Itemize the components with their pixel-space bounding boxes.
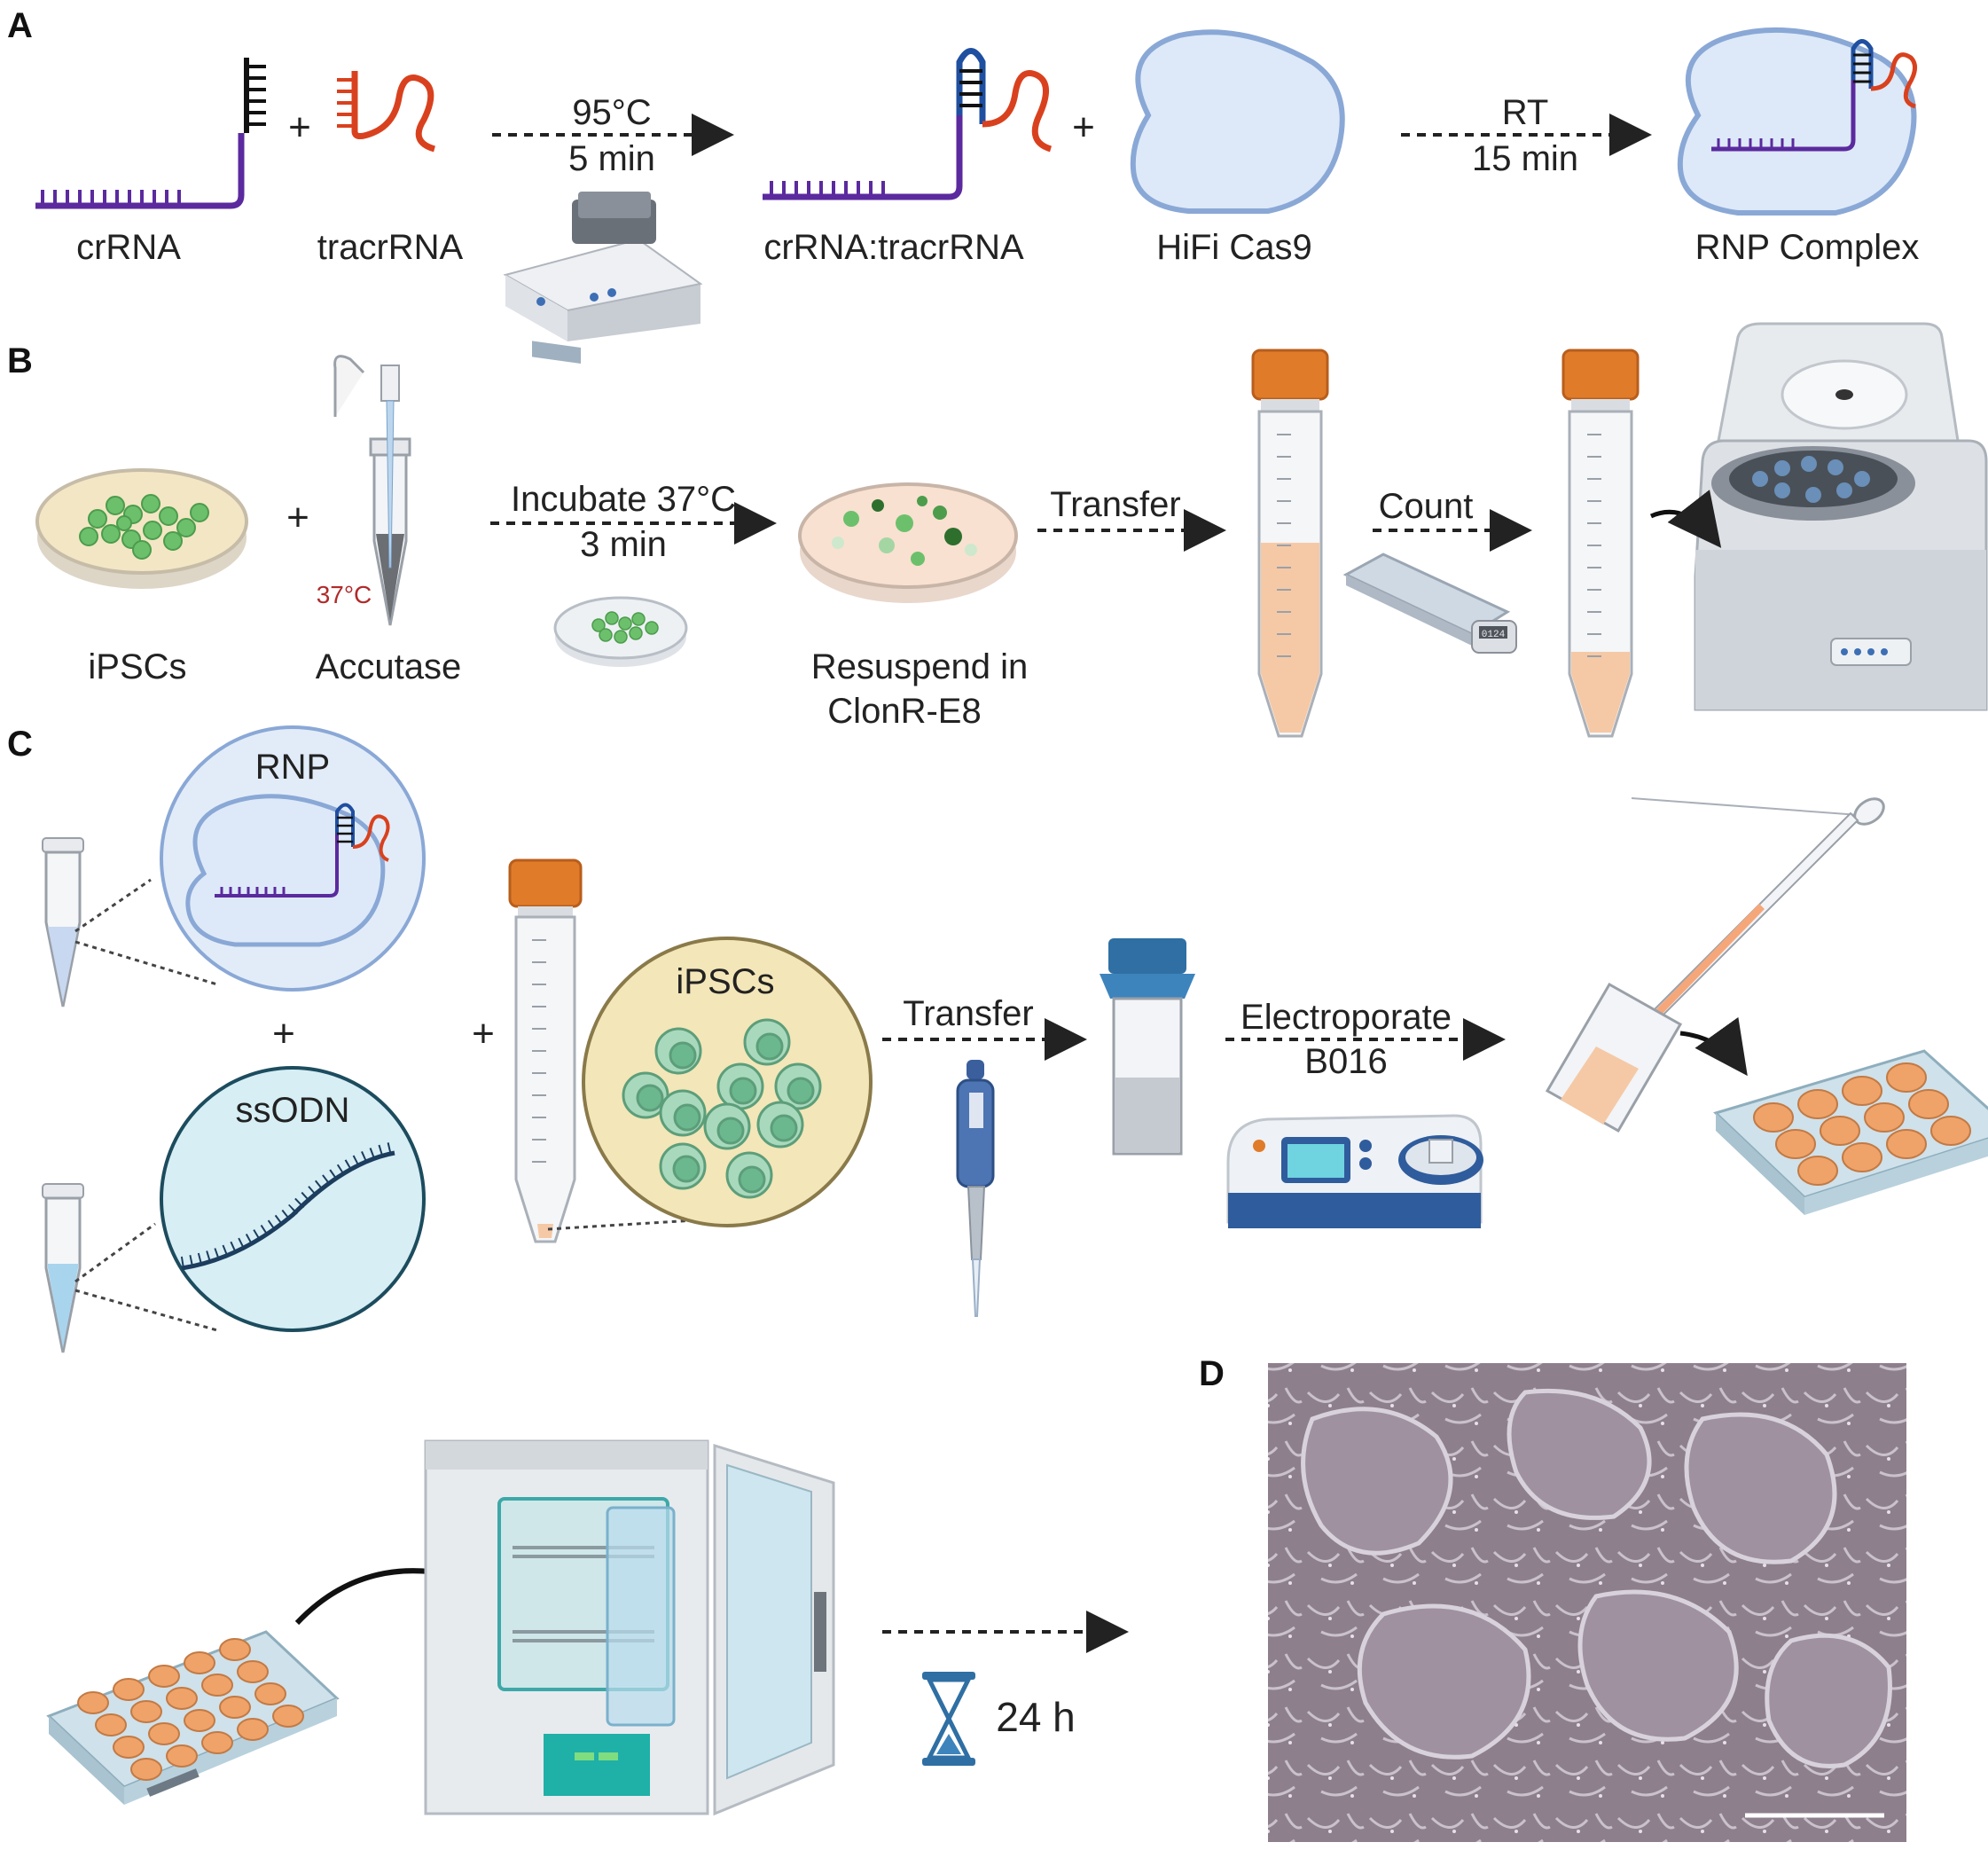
rnp-complex-icon bbox=[1677, 27, 1917, 216]
ipsc-cells-icon bbox=[622, 1018, 822, 1199]
incubator-icon bbox=[424, 1439, 835, 1816]
step2-time: 15 min bbox=[1472, 139, 1578, 178]
accutase-label: Accutase bbox=[316, 647, 462, 686]
incubate-line2: 3 min bbox=[580, 525, 667, 564]
well-plate-24-icon bbox=[46, 1545, 524, 1805]
tracrrna-icon bbox=[337, 71, 436, 153]
ipscs-label: iPSCs bbox=[88, 647, 186, 686]
conical-tube-icon bbox=[1251, 349, 1329, 738]
microtube-icon bbox=[42, 1183, 84, 1353]
zoom-line bbox=[74, 878, 152, 933]
duration-label: 24 h bbox=[996, 1694, 1076, 1740]
panel-label-c: C bbox=[7, 725, 33, 764]
zoom-line bbox=[74, 1289, 218, 1332]
panel-label-a: A bbox=[7, 6, 33, 45]
heat-block-icon bbox=[503, 192, 703, 365]
count-label: Count bbox=[1379, 487, 1474, 526]
centrifuge-icon bbox=[1649, 322, 1988, 711]
plus-sign: + bbox=[472, 1012, 495, 1055]
pipette-icon bbox=[956, 1060, 995, 1317]
rnp-complex-icon bbox=[185, 794, 390, 947]
cas9-icon bbox=[1130, 29, 1345, 214]
crrna-icon bbox=[35, 58, 266, 209]
cuvette-pipette-icon bbox=[1545, 797, 1885, 1133]
hourglass-icon bbox=[922, 1672, 975, 1766]
rnp-zoom-label: RNP bbox=[255, 748, 330, 787]
cuvette-icon bbox=[1100, 938, 1195, 1156]
counter-display: 0124 bbox=[1482, 630, 1506, 640]
tracrrna-label: tracrRNA bbox=[317, 228, 464, 267]
electroporator-icon bbox=[1226, 1114, 1483, 1228]
plus-sign: + bbox=[272, 1012, 295, 1055]
transfer-label-c: Transfer bbox=[903, 994, 1033, 1033]
crrna-label: crRNA bbox=[76, 228, 181, 267]
rnp-label: RNP Complex bbox=[1695, 228, 1920, 267]
transfer-label-b: Transfer bbox=[1050, 485, 1180, 524]
plus-sign: + bbox=[288, 106, 311, 149]
temp-tag: 37°C bbox=[317, 581, 372, 608]
accutase-tube-icon bbox=[333, 355, 411, 626]
cas9-label: HiFi Cas9 bbox=[1156, 228, 1312, 267]
incubate-line1: Incubate 37°C bbox=[511, 480, 736, 519]
hemocytometer-icon: 0124 bbox=[1342, 553, 1517, 654]
ipsc-dish-icon bbox=[35, 468, 248, 589]
resuspend-line1: Resuspend in bbox=[811, 647, 1029, 686]
conical-tube-icon bbox=[508, 858, 583, 1243]
zoom-line bbox=[547, 1218, 710, 1231]
plus-sign: + bbox=[286, 496, 309, 539]
electroporate-line2: B016 bbox=[1304, 1042, 1387, 1081]
step2-cond: RT bbox=[1502, 93, 1549, 132]
ssodn-zoom-circle bbox=[160, 1066, 426, 1332]
step1-time: 5 min bbox=[568, 139, 655, 178]
microtube-icon bbox=[42, 837, 84, 1007]
panel-label-d: D bbox=[1199, 1354, 1225, 1393]
small-dish-icon bbox=[553, 596, 688, 667]
panel-label-b: B bbox=[7, 341, 33, 380]
ssodn-strand-icon bbox=[180, 1141, 396, 1271]
well-plate-icon bbox=[1713, 1049, 1988, 1215]
resuspend-dish-icon bbox=[798, 482, 1018, 603]
electroporate-line1: Electroporate bbox=[1241, 998, 1452, 1037]
ssodn-zoom-label: ssODN bbox=[236, 1091, 350, 1130]
duplex-icon bbox=[763, 48, 1053, 200]
zoom-line bbox=[74, 1222, 156, 1283]
micrograph-image bbox=[1268, 1363, 1906, 1842]
plus-sign: + bbox=[1072, 106, 1095, 149]
step1-temp: 95°C bbox=[572, 93, 651, 132]
conical-tube-icon bbox=[1561, 349, 1640, 738]
resuspend-line2: ClonR-E8 bbox=[827, 692, 981, 731]
ipsc-zoom-label: iPSCs bbox=[676, 962, 774, 1001]
duplex-label: crRNA:tracrRNA bbox=[763, 228, 1024, 267]
zoom-line bbox=[74, 940, 218, 986]
